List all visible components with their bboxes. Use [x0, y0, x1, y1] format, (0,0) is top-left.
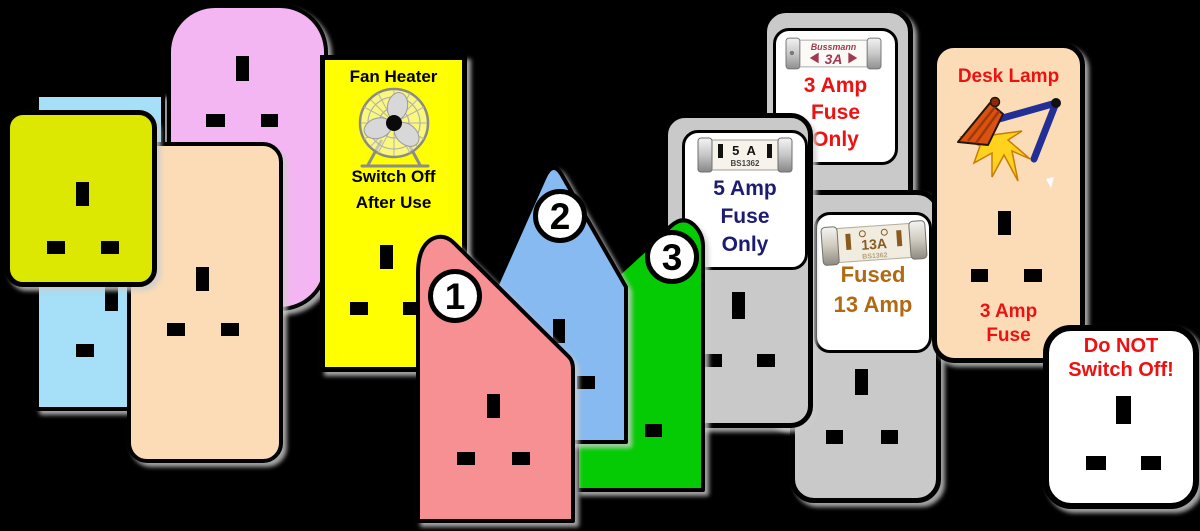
svg-text:13A: 13A: [861, 235, 888, 253]
socket-pin-earth: [76, 182, 89, 206]
socket-pin-earth: [487, 394, 500, 418]
socket-pin-left: [645, 424, 662, 437]
socket-pin-left: [971, 269, 988, 282]
socket-pin-left: [457, 452, 475, 465]
socket-pin-right: [1141, 456, 1161, 470]
socket-pin-left: [826, 430, 843, 444]
number-badge-2: 2: [533, 189, 587, 243]
socket-pin-earth: [732, 292, 745, 319]
socket-plate-chartreuse: [5, 110, 157, 287]
socket-pin-right: [101, 241, 119, 254]
socket-pin-earth: [236, 56, 249, 81]
number-badge-1: 1: [428, 269, 482, 323]
fuse-5a-image: 5 A BS1362: [697, 137, 793, 173]
fuse-5amp-line: Only: [721, 233, 769, 256]
desk-lamp-line: Fuse: [986, 325, 1031, 346]
socket-pin-earth: [1116, 396, 1131, 424]
socket-pin-right: [261, 114, 278, 127]
fan-heater-title: Fan Heater: [349, 67, 438, 86]
svg-text:BS1362: BS1362: [862, 252, 888, 261]
socket-pin-earth: [998, 211, 1011, 235]
socket-pin-right: [881, 430, 898, 444]
fuse-label-5amp: 5 A BS1362 5 Amp Fuse Only: [682, 130, 808, 270]
socket-pin-right: [512, 452, 530, 465]
socket-pin-right: [221, 323, 239, 336]
socket-pin-earth: [855, 369, 868, 395]
fan-heater-line1: Switch Off: [351, 167, 436, 186]
number-badge-3: 3: [645, 230, 699, 284]
fuse-5amp-line: 5 Amp: [713, 177, 777, 200]
socket-pin-left: [704, 354, 722, 367]
fuse-3a-bussmann-image: Bussmann 3A: [785, 37, 882, 70]
svg-text:5 A: 5 A: [732, 143, 758, 158]
socket-pin-left: [76, 344, 94, 357]
socket-pin-earth: [196, 267, 209, 291]
socket-pin-left: [206, 114, 225, 127]
socket-pin-earth: [380, 245, 393, 269]
socket-pin-earth: [105, 287, 118, 311]
fuse-label-13amp: 13A BS1362 Fused 13 Amp: [814, 212, 932, 353]
fuse-3amp-line: Fuse: [810, 101, 860, 124]
socket-plate-warning: Do NOT Switch Off!: [1043, 325, 1199, 509]
fan-icon: [358, 87, 430, 168]
svg-text:3A: 3A: [825, 51, 843, 67]
desk-lamp-line: 3 Amp: [979, 301, 1038, 322]
svg-text:Bussmann: Bussmann: [811, 42, 857, 52]
fuse-3amp-line: Only: [812, 128, 859, 151]
socket-pin-earth: [553, 319, 565, 343]
socket-pin-right: [757, 354, 775, 367]
socket-pin-left: [167, 323, 185, 336]
socket-pin-left: [350, 302, 368, 315]
fuse-13amp-line: 13 Amp: [833, 292, 913, 317]
fuse-13a-image: 13A BS1362: [820, 220, 928, 266]
socket-pin-right: [1024, 269, 1042, 282]
fuse-13amp-line: Fused: [840, 262, 906, 287]
socket-pin-left: [577, 376, 595, 389]
socket-pin-left: [47, 241, 65, 254]
warning-line: Switch Off!: [1068, 359, 1174, 381]
desk-lamp-icon: [957, 96, 1061, 188]
desk-lamp-title: Desk Lamp: [957, 66, 1060, 87]
socket-pin-right: [403, 302, 419, 315]
svg-text:BS1362: BS1362: [731, 159, 760, 168]
warning-line: Do NOT: [1083, 335, 1159, 357]
fan-heater-line2: After Use: [355, 193, 432, 212]
badge-number: 1: [444, 275, 466, 317]
socket-pin-left: [1086, 456, 1106, 470]
badge-number: 2: [549, 195, 571, 237]
badge-number: 3: [661, 236, 683, 278]
fuse-5amp-line: Fuse: [720, 205, 770, 228]
socket-plate-5amp-fuse: 5 A BS1362 5 Amp Fuse Only: [663, 113, 813, 428]
fuse-3amp-line: 3 Amp: [803, 74, 868, 97]
socket-plate-desk-lamp: Desk Lamp 3 Amp Fuse: [932, 43, 1085, 363]
